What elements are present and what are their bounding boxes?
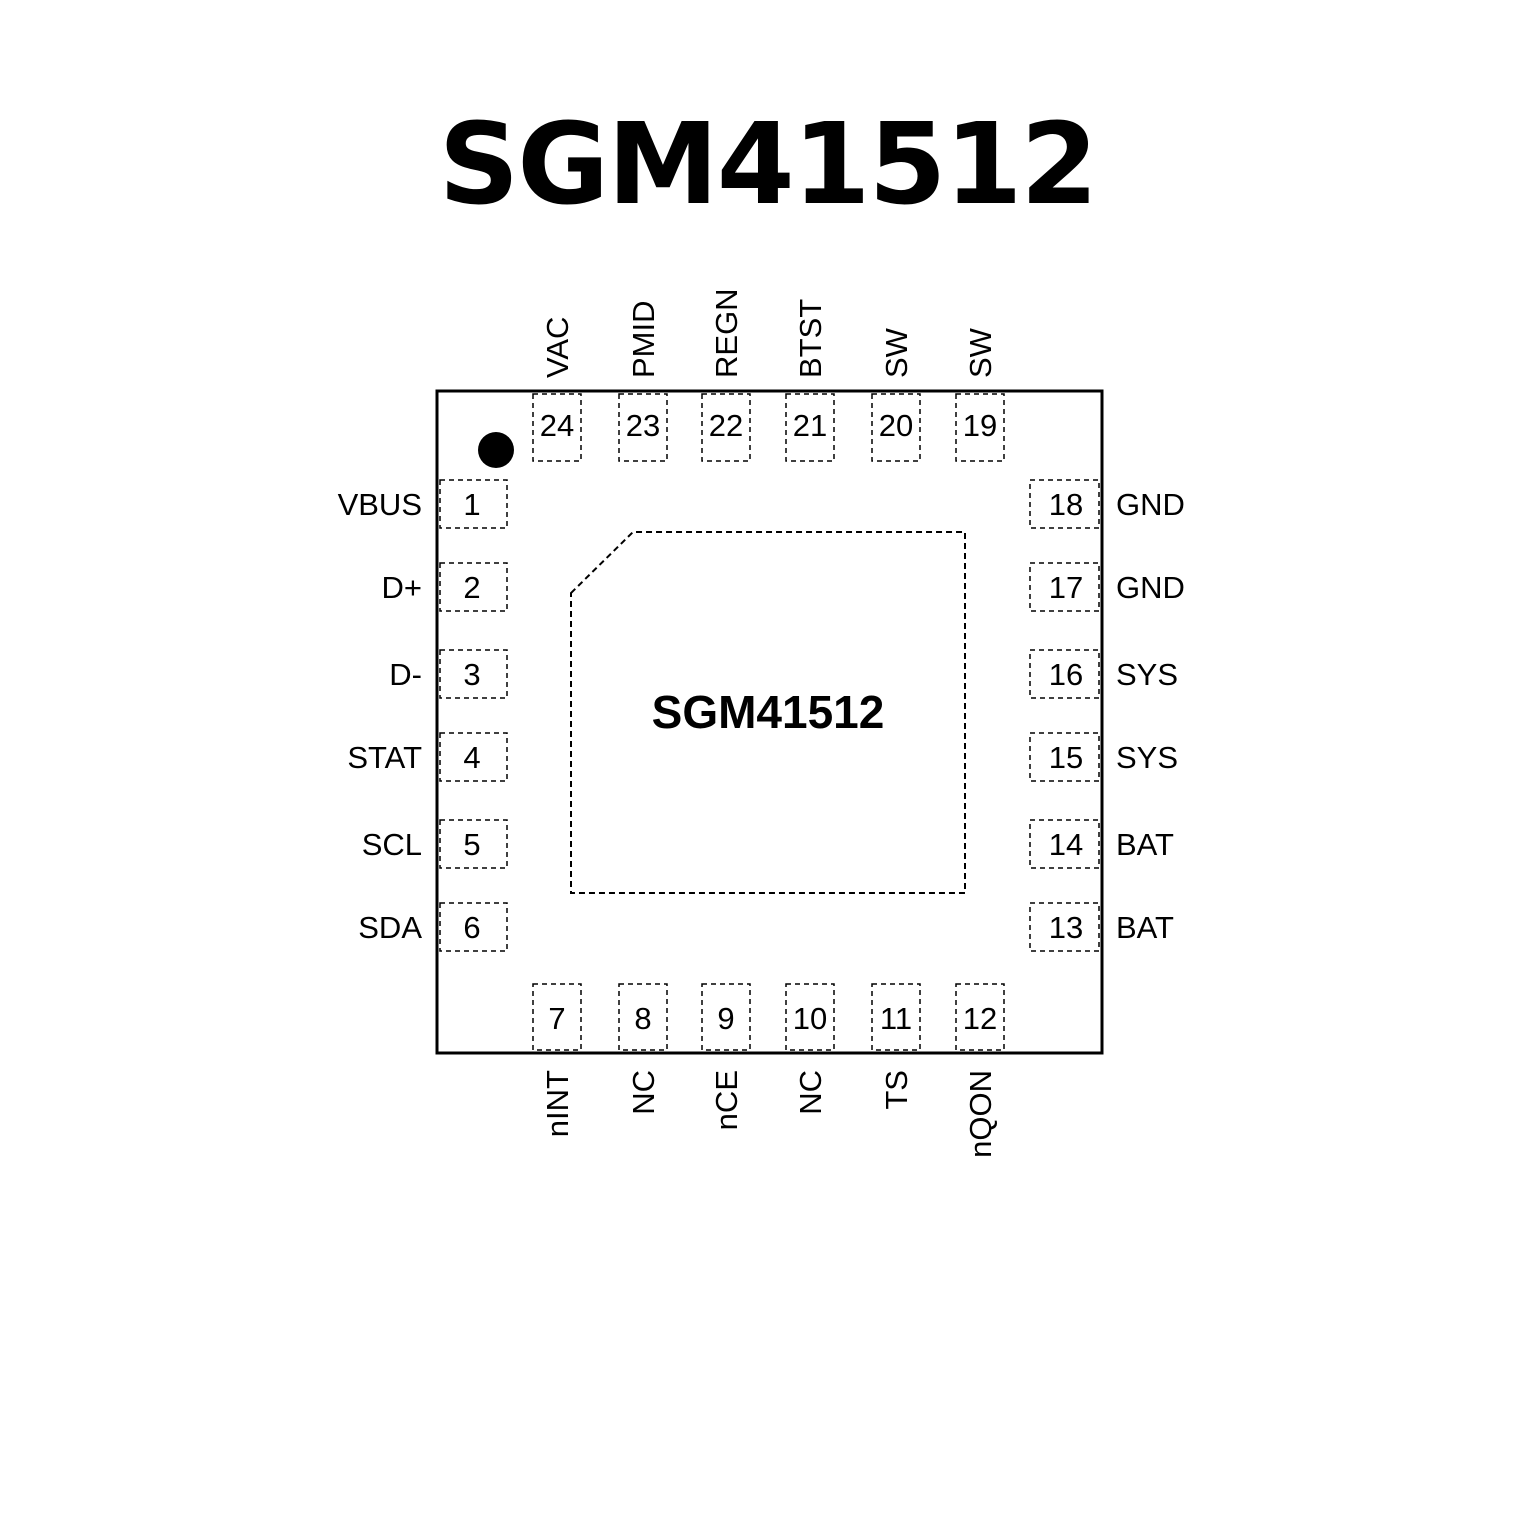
- pin-name: TS: [879, 1070, 914, 1110]
- pin-number: 7: [548, 1001, 565, 1036]
- pin-number: 24: [540, 408, 574, 443]
- pin-number: 2: [463, 570, 480, 605]
- pin-name: VAC: [540, 317, 575, 378]
- pin-pad-16: [1029, 649, 1100, 699]
- pin-name: BAT: [1116, 910, 1174, 945]
- pin-name: SDA: [358, 910, 422, 945]
- pin-name: NC: [626, 1070, 661, 1115]
- pin-pad-5: [439, 819, 508, 869]
- exposed-pad: [570, 531, 966, 894]
- pin-name: nQON: [963, 1070, 998, 1158]
- pin-pad-11: [871, 983, 921, 1051]
- pin-pad-4: [439, 732, 508, 782]
- pin-pad-10: [785, 983, 835, 1051]
- pin-name: SW: [963, 327, 998, 378]
- pin-number: 12: [963, 1001, 997, 1036]
- pin-pad-22: [701, 393, 751, 462]
- pin-name: BAT: [1116, 827, 1174, 862]
- pin-number: 20: [879, 408, 913, 443]
- package-outline: [435, 389, 1104, 1055]
- pin-number: 16: [1049, 657, 1083, 692]
- pin-pad-17: [1029, 562, 1100, 612]
- pin-name: SW: [879, 327, 914, 378]
- pin-number: 4: [463, 740, 480, 775]
- pin-number: 14: [1049, 827, 1083, 862]
- pin-name: D+: [382, 570, 423, 605]
- pin-pad-13: [1029, 902, 1100, 952]
- pin-name: GND: [1116, 487, 1185, 522]
- pin-number: 15: [1049, 740, 1083, 775]
- pin-pad-19: [955, 393, 1005, 462]
- pin-pad-14: [1029, 819, 1100, 869]
- pin-name: NC: [793, 1070, 828, 1115]
- diagram-title: SGM41512: [438, 100, 1099, 230]
- pin-number: 11: [880, 1001, 912, 1036]
- pin-name: nCE: [709, 1070, 744, 1130]
- pin-pad-1: [439, 479, 508, 529]
- pin-name: REGN: [709, 288, 744, 378]
- pin-number: 3: [463, 657, 480, 692]
- pin-name: SYS: [1116, 657, 1178, 692]
- pin1-marker-dot: [478, 432, 514, 468]
- pin-pad-6: [439, 902, 508, 952]
- pin-name: D-: [389, 657, 422, 692]
- pin-pad-23: [618, 393, 668, 462]
- pin-pad-20: [871, 393, 921, 462]
- pin-pad-9: [701, 983, 751, 1051]
- pin-number: 8: [634, 1001, 651, 1036]
- pin-number: 5: [463, 827, 480, 862]
- pin-pad-7: [532, 983, 582, 1051]
- pin-name: STAT: [347, 740, 422, 775]
- pin-name: nINT: [540, 1070, 575, 1137]
- pin-number: 17: [1049, 570, 1083, 605]
- pin-name: SCL: [362, 827, 422, 862]
- pin-name: VBUS: [338, 487, 422, 522]
- pin-pad-21: [785, 393, 835, 462]
- pin-pad-18: [1029, 479, 1100, 529]
- chip-label: SGM41512: [652, 686, 885, 738]
- pin-number: 23: [626, 408, 660, 443]
- pin-number: 18: [1049, 487, 1083, 522]
- pin-pad-2: [439, 562, 508, 612]
- pin-pad-3: [439, 649, 508, 699]
- pin-number: 13: [1049, 910, 1083, 945]
- pin-name: SYS: [1116, 740, 1178, 775]
- pin-number: 19: [963, 408, 997, 443]
- pin-number: 10: [793, 1001, 827, 1036]
- pin-number: 1: [463, 487, 480, 522]
- pin-pad-24: [532, 393, 582, 462]
- pin-name: GND: [1116, 570, 1185, 605]
- pin-number: 6: [463, 910, 480, 945]
- pin-pad-8: [618, 983, 668, 1051]
- pin-name: PMID: [626, 301, 661, 379]
- pin-name: BTST: [793, 299, 828, 378]
- pin-pad-15: [1029, 732, 1100, 782]
- pin-number: 22: [709, 408, 743, 443]
- pin-number: 21: [793, 408, 827, 443]
- pin-number: 9: [717, 1001, 734, 1036]
- pin-pad-12: [955, 983, 1005, 1051]
